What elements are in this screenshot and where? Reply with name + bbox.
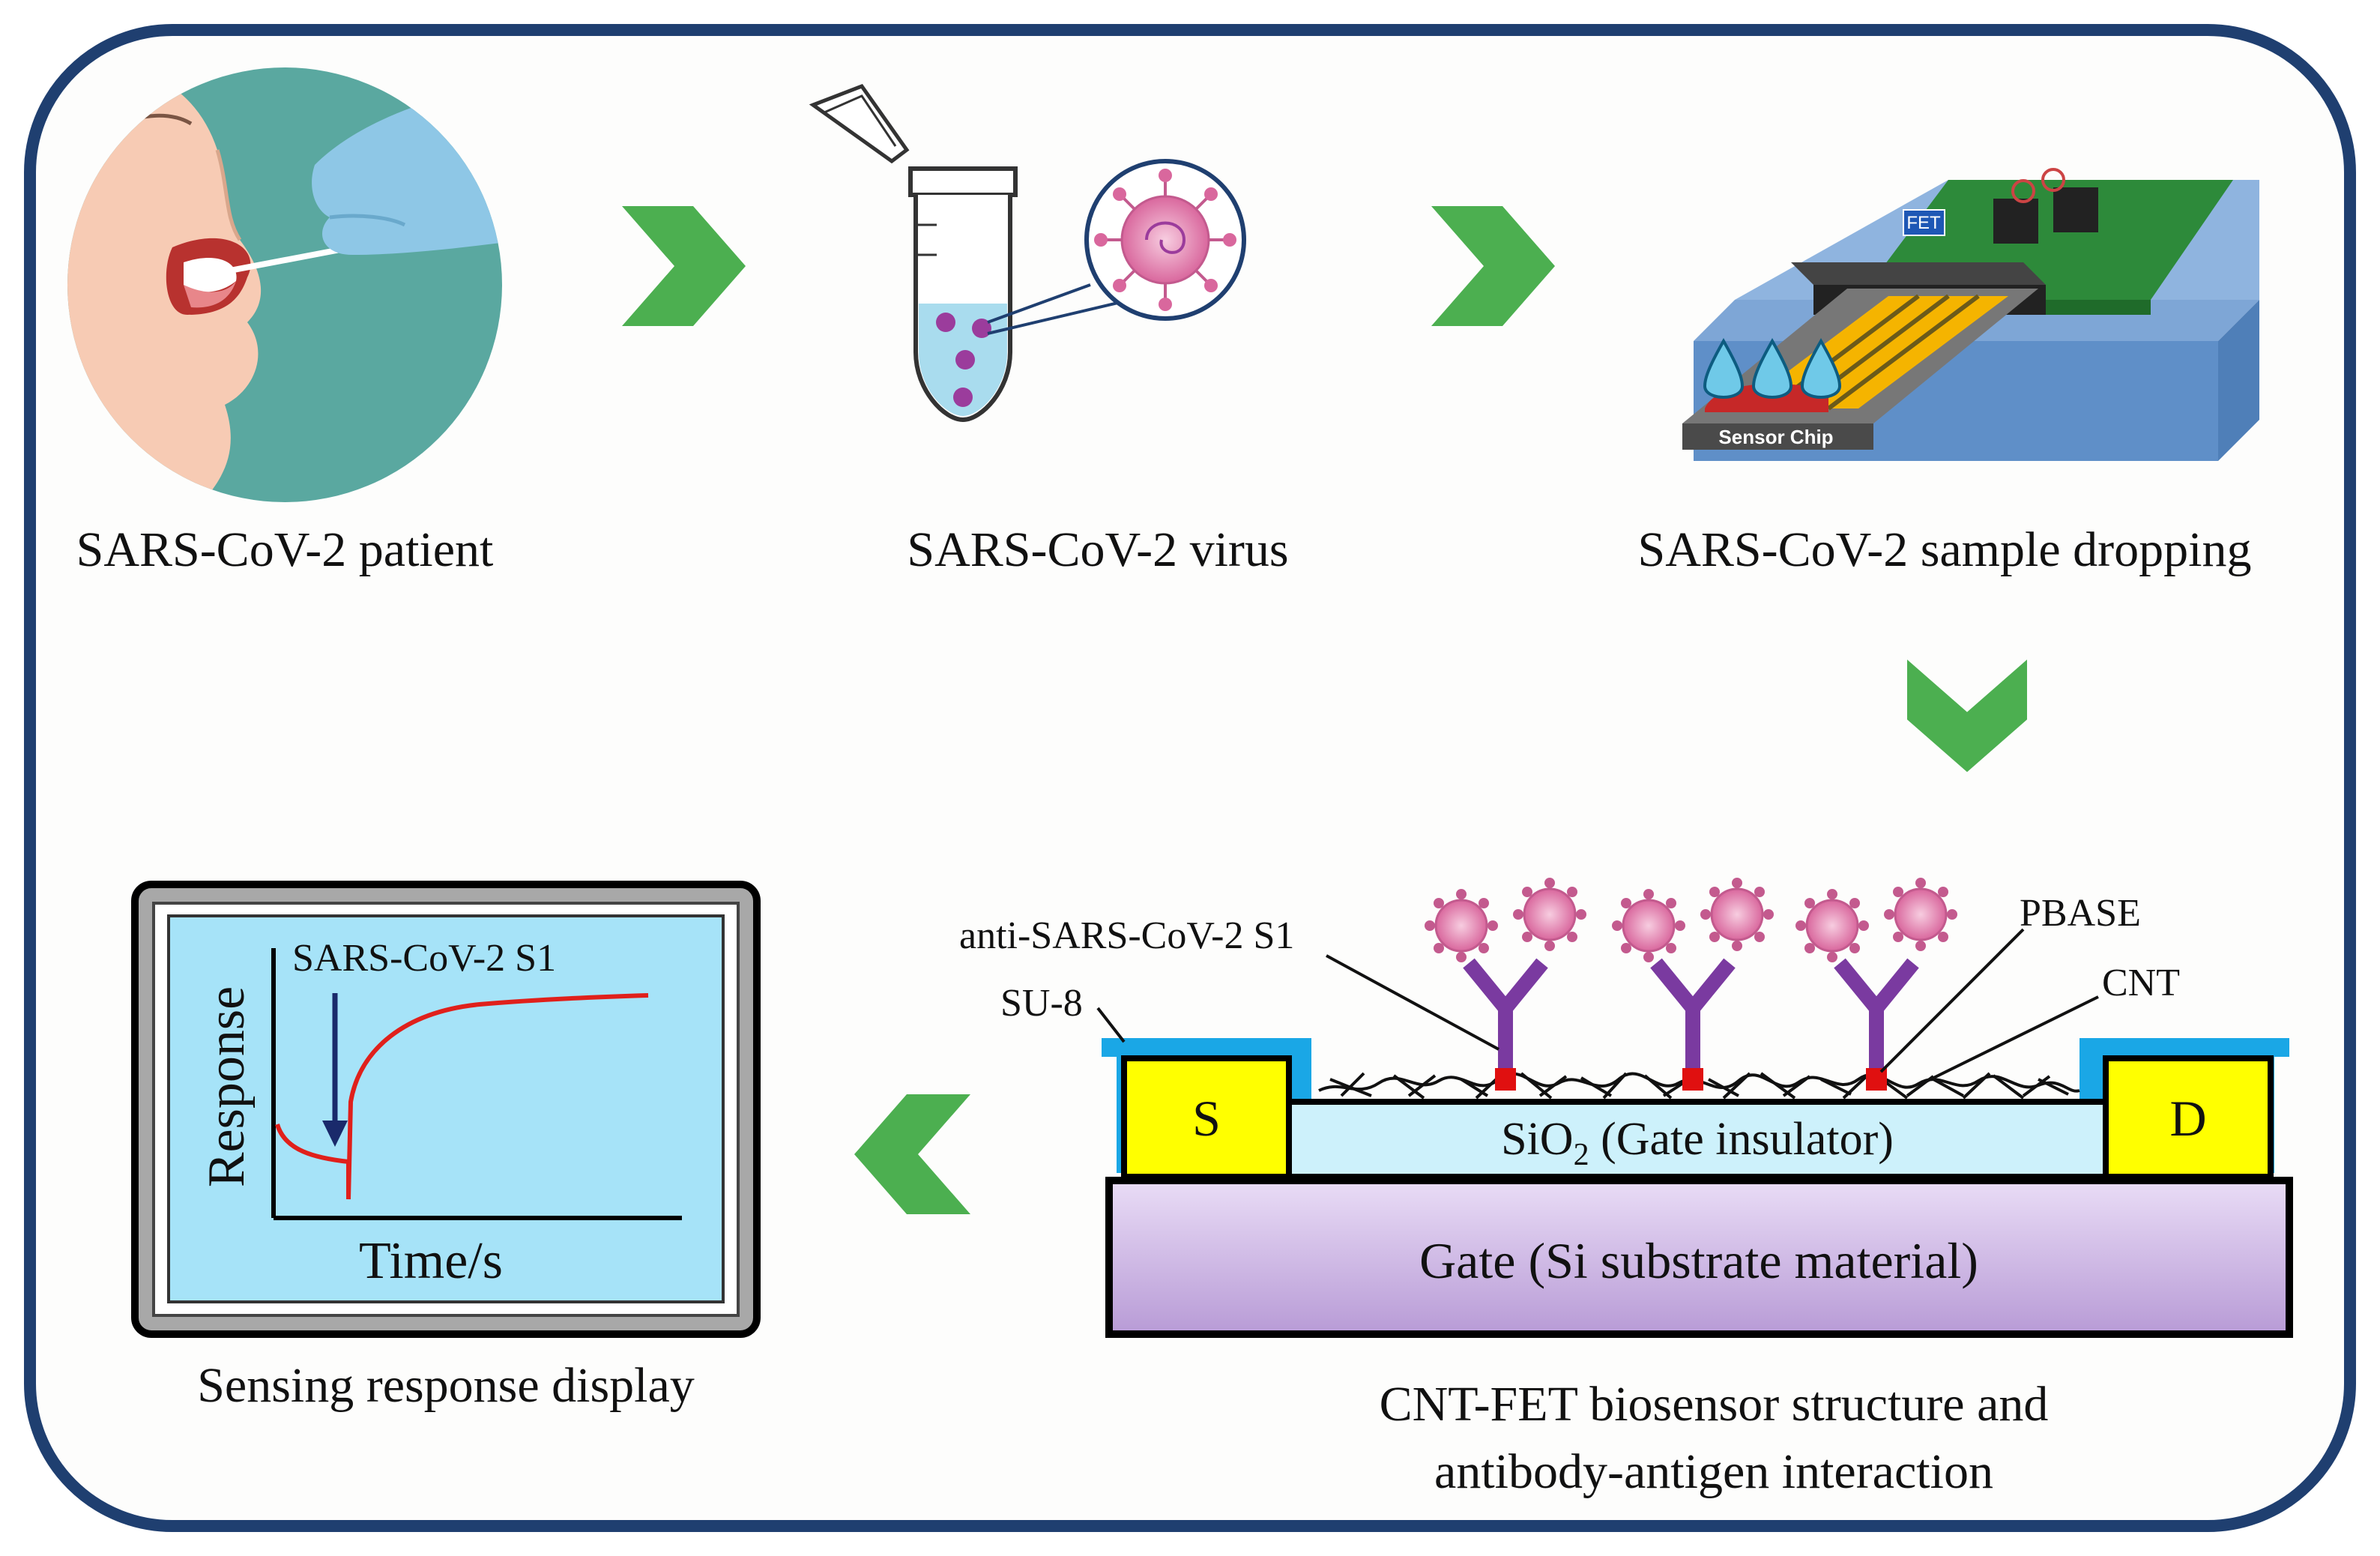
antibody-1 — [1463, 958, 1548, 1091]
injection-arrow-icon — [322, 1121, 348, 1147]
label-antibody: anti-SARS-CoV-2 S1 — [959, 914, 1294, 957]
cnt-network — [1318, 1072, 2080, 1100]
label-pbase: PBASE — [2020, 892, 2141, 935]
arrow-left-icon — [854, 1094, 970, 1214]
sample-tube-illustration — [809, 83, 1246, 423]
virus-particles — [1425, 878, 1957, 962]
caption-biosensor-line1: CNT-FET biosensor structure and — [1380, 1377, 2049, 1432]
response-curve — [275, 993, 649, 1200]
fet-label: FET — [1906, 213, 1941, 233]
oxide-label: SiO2 (Gate insulator) — [1501, 1114, 1894, 1172]
display-annotation: SARS-CoV-2 S1 — [292, 937, 556, 980]
response-display-monitor: Response Time/s SARS-CoV-2 S1 — [131, 881, 761, 1338]
antibody-3 — [1834, 958, 1919, 1091]
gate-label: Gate (Si substrate material) — [1419, 1232, 1978, 1289]
drain-electrode: D — [2169, 1090, 2206, 1147]
caption-biosensor-line2: antibody-antigen interaction — [1434, 1444, 1993, 1499]
display-ylabel: Response — [198, 986, 256, 1187]
caption-display: Sensing response display — [197, 1358, 695, 1413]
caption-dropping: SARS-CoV-2 sample dropping — [1638, 522, 2252, 577]
label-su8: SU-8 — [1000, 982, 1083, 1025]
biosensor-structure: Gate (Si substrate material) SiO2 (Gate … — [959, 878, 2293, 1338]
arrow-down-icon — [1907, 660, 2027, 772]
arrow-right-icon — [622, 206, 746, 326]
sensor-chip-illustration: FET Sensor Chip — [1682, 168, 2259, 461]
source-electrode: S — [1192, 1090, 1221, 1147]
label-cnt: CNT — [2102, 962, 2180, 1004]
caption-patient: SARS-CoV-2 patient — [76, 522, 494, 577]
patient-illustration — [67, 67, 502, 502]
antibody-2 — [1650, 958, 1736, 1091]
arrow-right-icon — [1431, 206, 1555, 326]
sensor-chip-label: Sensor Chip — [1718, 426, 1833, 448]
caption-virus: SARS-CoV-2 virus — [907, 522, 1288, 577]
display-xlabel: Time/s — [359, 1232, 503, 1290]
